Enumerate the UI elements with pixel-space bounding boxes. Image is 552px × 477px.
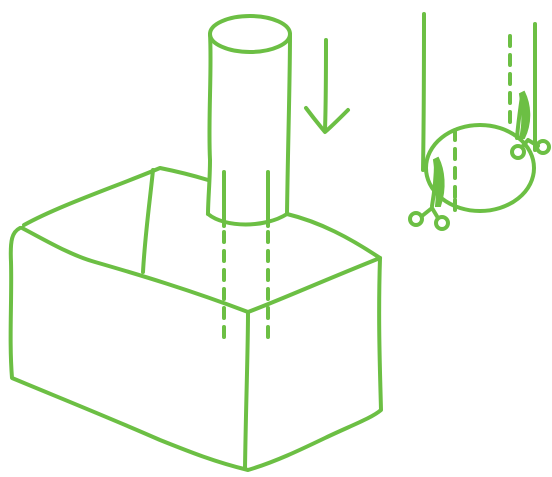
scissors-handle-left (408, 211, 424, 227)
box-top-front-edge (20, 226, 382, 314)
box-top-back-edge (22, 166, 210, 227)
box-top-right-edge (285, 212, 382, 260)
box-with-tube (8, 166, 383, 472)
scissors-pivot (420, 206, 440, 220)
arrow-head (304, 106, 350, 134)
tube-right-side (285, 32, 292, 216)
detail-tube-bottom-opening (424, 123, 536, 213)
arrow-shaft (323, 38, 328, 132)
scissors-2-handle-left (510, 144, 526, 160)
scissors-icon-2 (510, 90, 551, 160)
box-front-seam (243, 310, 250, 470)
detail-tube-left-side (421, 12, 426, 172)
box-left-fold (141, 168, 155, 274)
tube-top-opening (208, 14, 292, 54)
scissors-icon (408, 156, 450, 231)
scissors-2-pivot (520, 138, 540, 149)
tube-bottom-edge (206, 212, 289, 227)
scissors-2-blade-2 (518, 90, 531, 139)
tube-left-side (206, 32, 213, 216)
tube-cut-detail (421, 12, 538, 213)
scissors-blade-2 (432, 156, 445, 207)
scissors-handle-right (434, 215, 450, 231)
down-arrow-icon (304, 38, 350, 134)
box-front-face (8, 226, 383, 472)
tube (206, 14, 292, 346)
